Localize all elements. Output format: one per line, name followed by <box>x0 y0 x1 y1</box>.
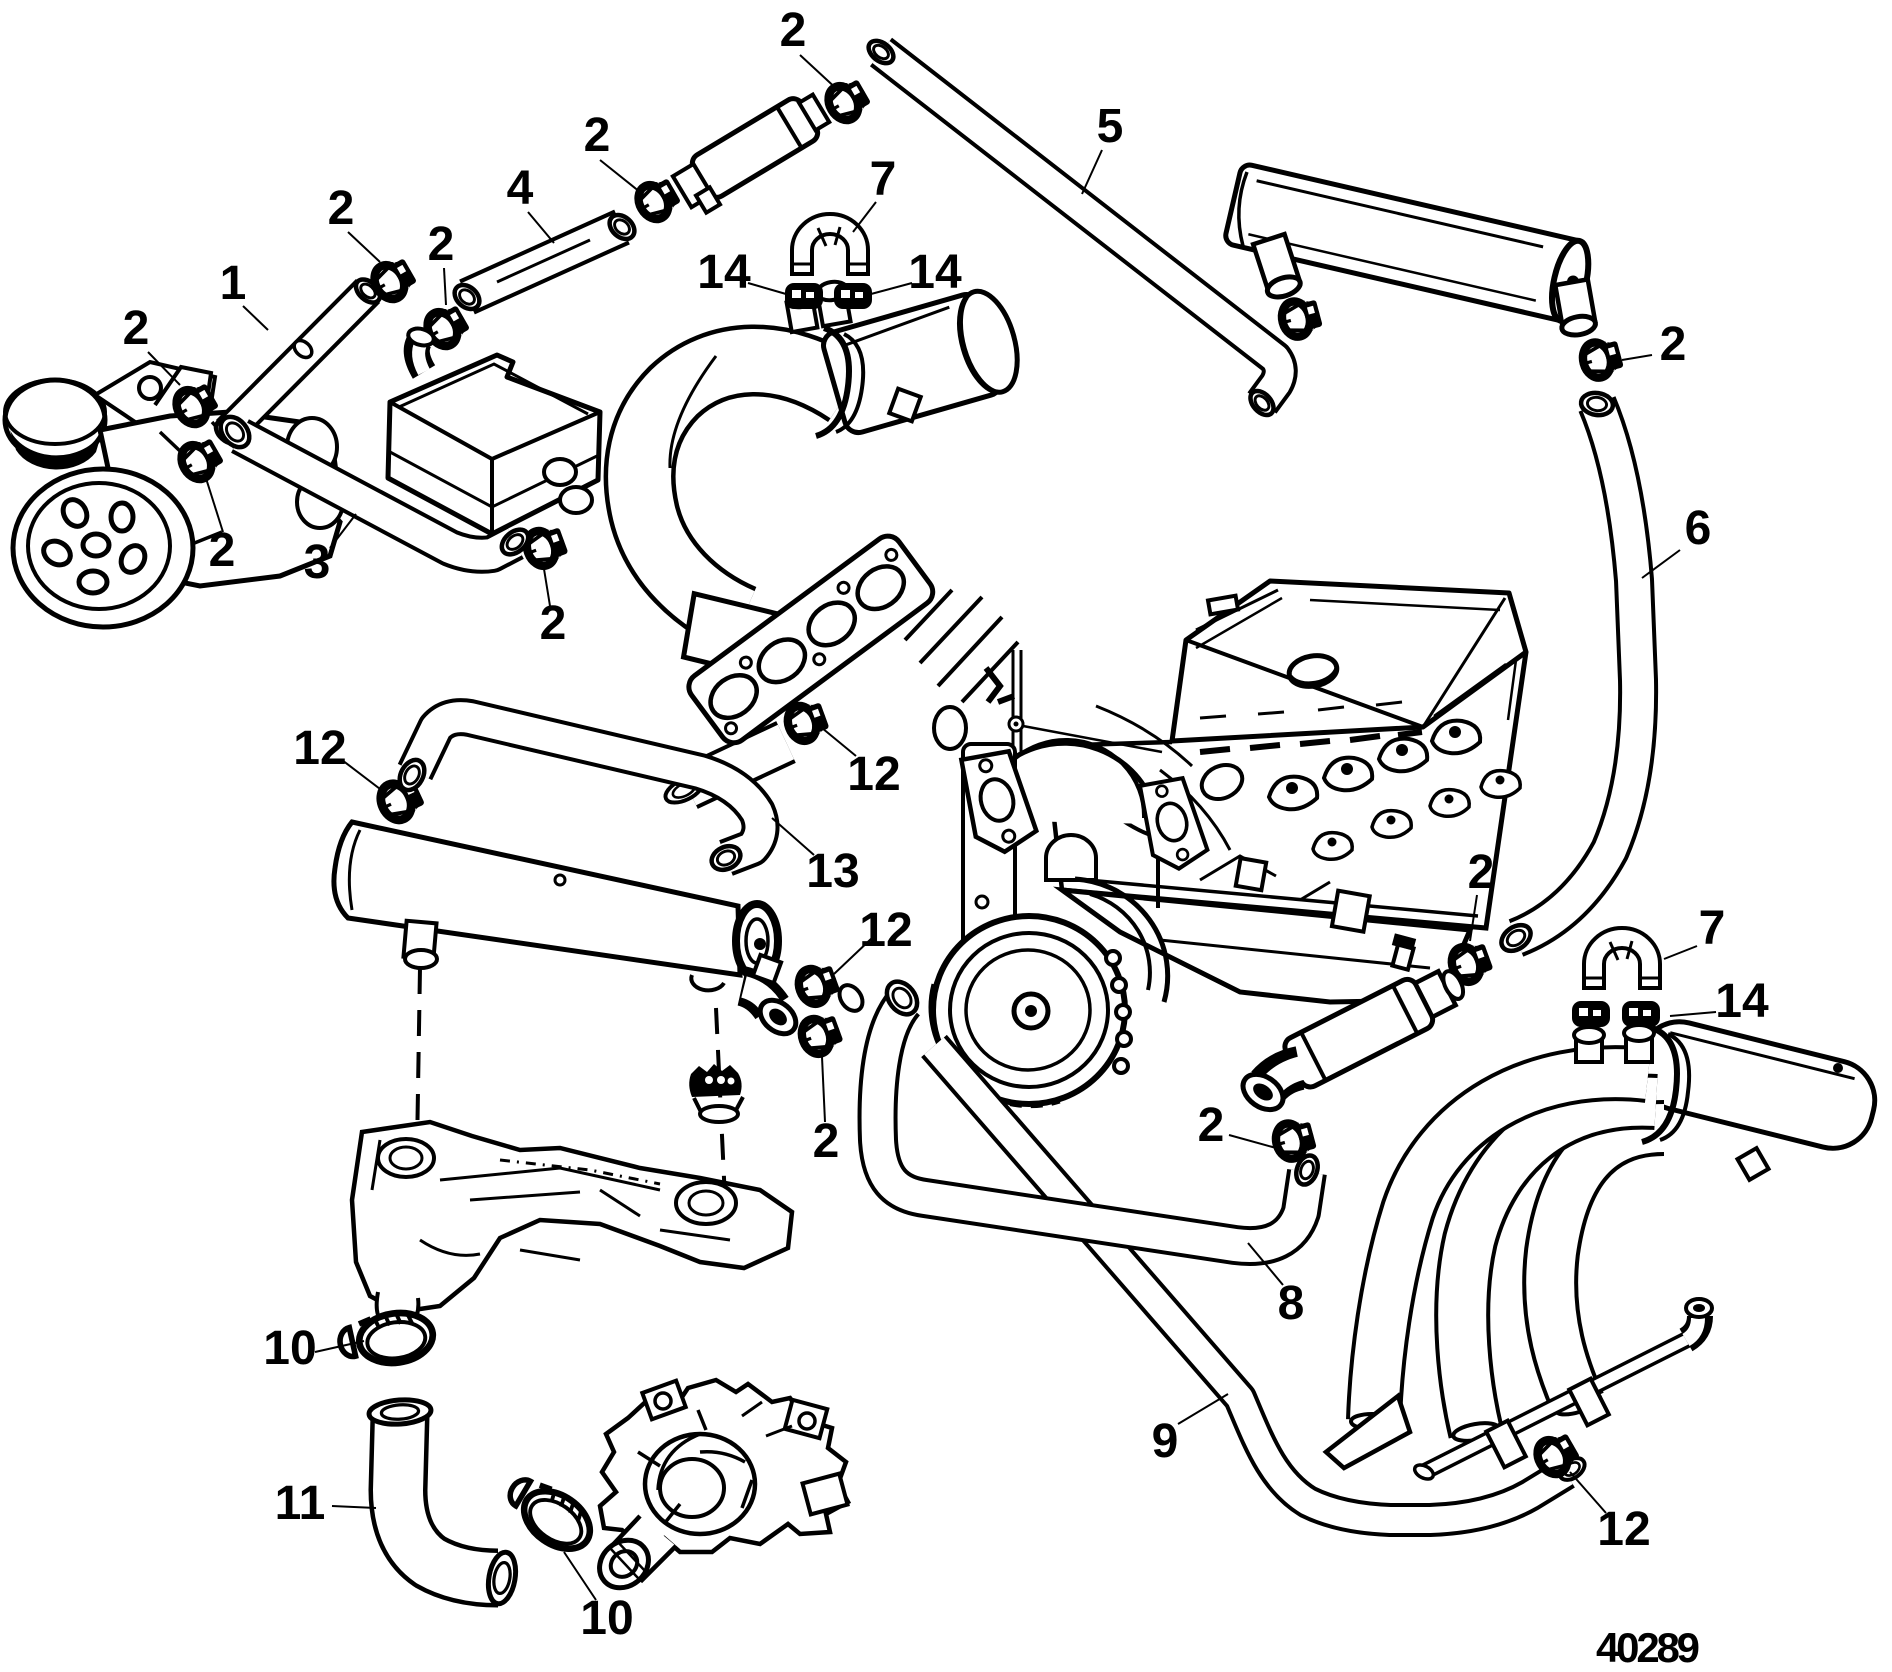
svg-text:12: 12 <box>859 904 912 957</box>
svg-text:6: 6 <box>1685 502 1712 555</box>
svg-text:2: 2 <box>584 109 611 162</box>
svg-text:9: 9 <box>1152 1415 1179 1468</box>
svg-text:2: 2 <box>1198 1099 1225 1152</box>
svg-text:2: 2 <box>428 218 455 271</box>
svg-text:5: 5 <box>1097 100 1124 153</box>
svg-text:40289: 40289 <box>1596 1624 1700 1667</box>
svg-text:2: 2 <box>1660 318 1687 371</box>
svg-text:10: 10 <box>580 1592 633 1645</box>
svg-text:14: 14 <box>697 246 751 299</box>
svg-text:8: 8 <box>1278 1277 1305 1330</box>
svg-text:2: 2 <box>540 597 567 650</box>
svg-text:14: 14 <box>1715 975 1769 1028</box>
svg-text:2: 2 <box>209 524 236 577</box>
svg-text:2: 2 <box>780 4 807 57</box>
svg-text:7: 7 <box>1699 902 1726 955</box>
svg-text:2: 2 <box>813 1115 840 1168</box>
svg-text:12: 12 <box>847 748 900 801</box>
svg-text:10: 10 <box>263 1322 316 1375</box>
svg-text:3: 3 <box>304 536 331 589</box>
svg-text:2: 2 <box>328 182 355 235</box>
svg-text:4: 4 <box>507 162 534 215</box>
svg-text:1: 1 <box>220 257 247 310</box>
svg-text:2: 2 <box>1468 846 1495 899</box>
svg-text:2: 2 <box>123 302 150 355</box>
svg-text:14: 14 <box>908 246 962 299</box>
svg-text:13: 13 <box>806 845 859 898</box>
svg-text:7: 7 <box>870 153 897 206</box>
svg-text:11: 11 <box>275 1477 326 1530</box>
svg-text:12: 12 <box>293 722 346 775</box>
